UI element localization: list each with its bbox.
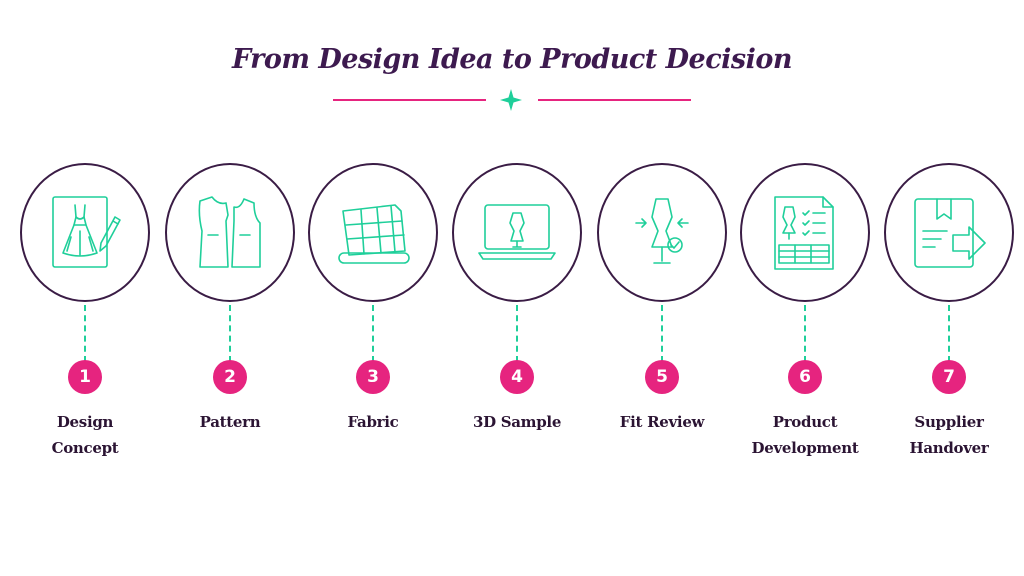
step-design-concept: 1 Design Concept — [17, 163, 157, 463]
step-icon-circle — [597, 163, 727, 302]
step-label: Design Concept — [7, 409, 163, 461]
step-icon-circle — [165, 163, 295, 302]
laptop-mannequin-icon — [478, 203, 556, 260]
step-number-badge: 2 — [213, 360, 247, 394]
dashed-connector — [516, 305, 518, 362]
dashed-connector — [661, 305, 663, 362]
title-underline-right — [538, 99, 691, 101]
step-label-line: Pattern — [199, 413, 261, 431]
step-pattern: 2 Pattern — [162, 163, 302, 463]
pattern-pieces-icon — [198, 195, 261, 268]
step-product-development: 6 Product Development — [737, 163, 877, 463]
step-icon-circle — [20, 163, 150, 302]
dashed-connector — [804, 305, 806, 362]
step-3d-sample: 4 3D Sample — [449, 163, 589, 463]
dashed-connector — [229, 305, 231, 362]
step-fit-review: 5 Fit Review — [594, 163, 734, 463]
fabric-roll-icon — [338, 203, 410, 264]
step-label: Product Development — [727, 409, 883, 461]
step-number-badge: 6 — [788, 360, 822, 394]
step-label: Pattern — [152, 409, 308, 435]
step-number-badge: 3 — [356, 360, 390, 394]
title-underline-left — [333, 99, 486, 101]
step-label: Fit Review — [584, 409, 740, 435]
sparkle-icon — [500, 89, 522, 111]
step-label: Supplier Handover — [871, 409, 1024, 461]
page-title: From Design Idea to Product Decision — [231, 44, 793, 75]
step-icon-circle — [452, 163, 582, 302]
step-label-line: 3D Sample — [472, 413, 562, 431]
mannequin-check-icon — [635, 197, 689, 264]
step-fabric: 3 Fabric — [305, 163, 445, 463]
dress-sketch-icon — [52, 195, 121, 268]
step-label-line: Development — [751, 439, 859, 457]
dashed-connector — [372, 305, 374, 362]
step-number-badge: 5 — [645, 360, 679, 394]
dashed-connector — [84, 305, 86, 362]
step-number-badge: 1 — [68, 360, 102, 394]
step-label-line: Fabric — [347, 413, 399, 431]
step-label-line: Fit Review — [619, 413, 705, 431]
step-label-line: Concept — [51, 439, 119, 457]
step-label: 3D Sample — [439, 409, 595, 435]
step-label-line: Supplier — [914, 413, 984, 431]
step-number-badge: 7 — [932, 360, 966, 394]
step-icon-circle — [308, 163, 438, 302]
box-arrow-icon — [914, 197, 986, 268]
tech-pack-icon — [774, 195, 834, 270]
step-label-line: Product — [772, 413, 838, 431]
step-icon-circle — [740, 163, 870, 302]
step-label-line: Handover — [909, 439, 989, 457]
step-icon-circle — [884, 163, 1014, 302]
step-number-badge: 4 — [500, 360, 534, 394]
step-supplier-handover: 7 Supplier Handover — [881, 163, 1021, 463]
step-label-line: Design — [56, 413, 114, 431]
dashed-connector — [948, 305, 950, 362]
step-label: Fabric — [295, 409, 451, 435]
